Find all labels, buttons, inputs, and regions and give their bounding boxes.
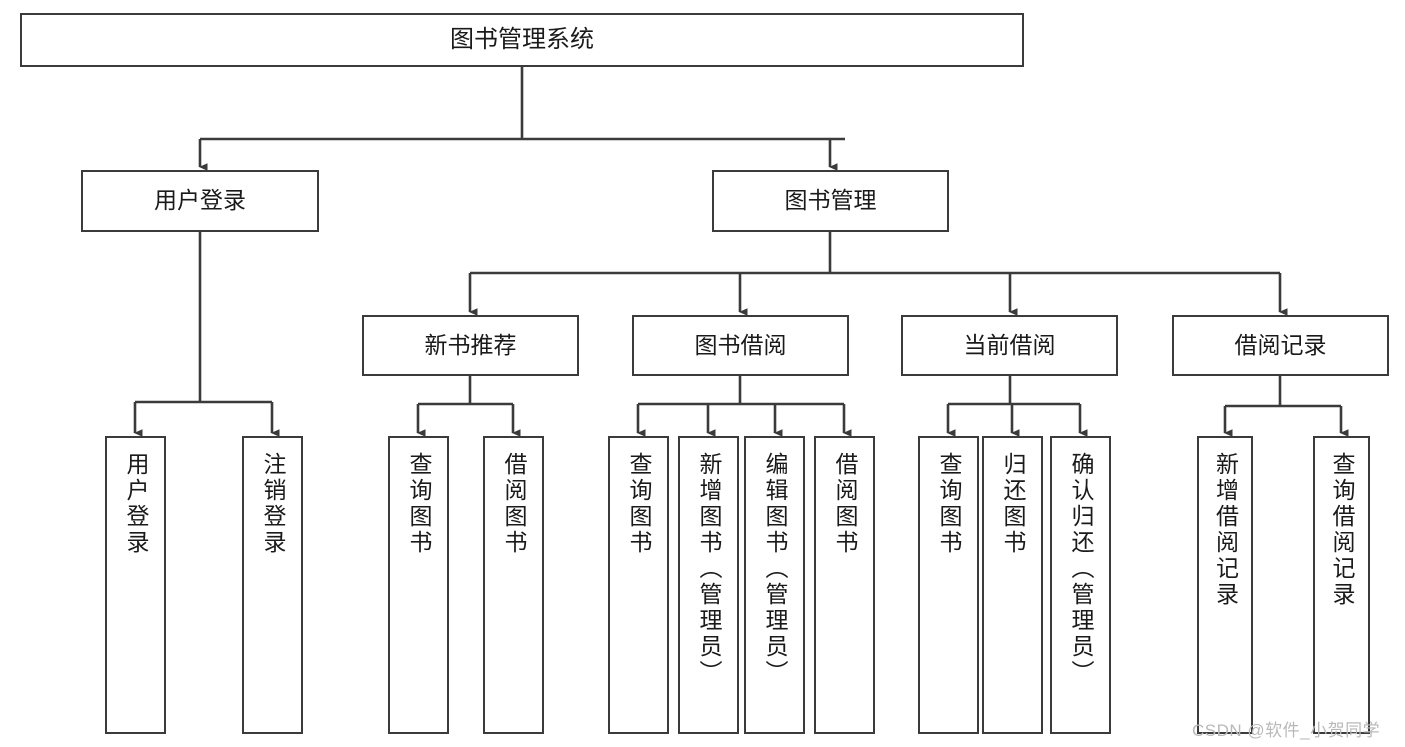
node-leaf-edit-book-admin-label: 编辑图书（管理员） bbox=[762, 452, 788, 686]
node-new-book-recommend[interactable]: 新书推荐 bbox=[362, 315, 579, 376]
node-leaf-borrow-book-2[interactable]: 借阅图书 bbox=[814, 436, 875, 734]
node-leaf-query-book-3[interactable]: 查询图书 bbox=[918, 436, 979, 734]
node-leaf-edit-book-admin[interactable]: 编辑图书（管理员） bbox=[744, 436, 805, 734]
csdn-watermark: CSDN @软件_小贺同学 bbox=[1192, 721, 1381, 740]
node-leaf-borrow-book-1-label: 借阅图书 bbox=[501, 452, 527, 556]
node-leaf-user-logout-label: 注销登录 bbox=[260, 452, 286, 556]
node-leaf-query-borrow-record-label: 查询借阅记录 bbox=[1329, 452, 1355, 608]
node-book-borrow-label: 图书借阅 bbox=[694, 331, 787, 358]
node-book-management-label: 图书管理 bbox=[784, 187, 877, 214]
node-user-login-label: 用户登录 bbox=[154, 187, 246, 214]
node-leaf-borrow-book-1[interactable]: 借阅图书 bbox=[483, 436, 544, 734]
node-new-book-recommend-label: 新书推荐 bbox=[424, 331, 517, 358]
node-current-borrow[interactable]: 当前借阅 bbox=[901, 315, 1118, 376]
node-leaf-return-book[interactable]: 归还图书 bbox=[982, 436, 1043, 734]
node-leaf-confirm-return-admin-label: 确认归还（管理员） bbox=[1068, 452, 1094, 686]
node-leaf-query-book-3-label: 查询图书 bbox=[936, 452, 962, 556]
node-root-label: 图书管理系统 bbox=[450, 25, 594, 53]
node-leaf-user-login[interactable]: 用户登录 bbox=[105, 436, 166, 734]
node-leaf-confirm-return-admin[interactable]: 确认归还（管理员） bbox=[1050, 436, 1111, 734]
node-book-management[interactable]: 图书管理 bbox=[712, 170, 949, 232]
node-leaf-return-book-label: 归还图书 bbox=[1000, 452, 1026, 556]
node-leaf-user-logout[interactable]: 注销登录 bbox=[242, 436, 303, 734]
node-current-borrow-label: 当前借阅 bbox=[963, 331, 1056, 358]
node-leaf-add-borrow-record[interactable]: 新增借阅记录 bbox=[1197, 436, 1253, 734]
node-leaf-query-book-2-label: 查询图书 bbox=[626, 452, 652, 556]
node-leaf-add-borrow-record-label: 新增借阅记录 bbox=[1212, 452, 1239, 608]
node-leaf-query-book-1[interactable]: 查询图书 bbox=[388, 436, 449, 734]
node-leaf-query-book-1-label: 查询图书 bbox=[406, 452, 432, 556]
node-leaf-query-borrow-record[interactable]: 查询借阅记录 bbox=[1313, 436, 1370, 734]
node-leaf-borrow-book-2-label: 借阅图书 bbox=[832, 452, 858, 556]
node-leaf-user-login-label: 用户登录 bbox=[123, 452, 149, 556]
node-leaf-add-book-admin[interactable]: 新增图书（管理员） bbox=[678, 436, 739, 734]
node-leaf-query-book-2[interactable]: 查询图书 bbox=[608, 436, 669, 734]
node-borrow-record[interactable]: 借阅记录 bbox=[1172, 315, 1389, 376]
node-root[interactable]: 图书管理系统 bbox=[20, 13, 1024, 67]
node-user-login[interactable]: 用户登录 bbox=[81, 170, 319, 232]
node-leaf-add-book-admin-label: 新增图书（管理员） bbox=[696, 452, 722, 686]
node-borrow-record-label: 借阅记录 bbox=[1234, 331, 1327, 358]
node-book-borrow[interactable]: 图书借阅 bbox=[632, 315, 849, 376]
